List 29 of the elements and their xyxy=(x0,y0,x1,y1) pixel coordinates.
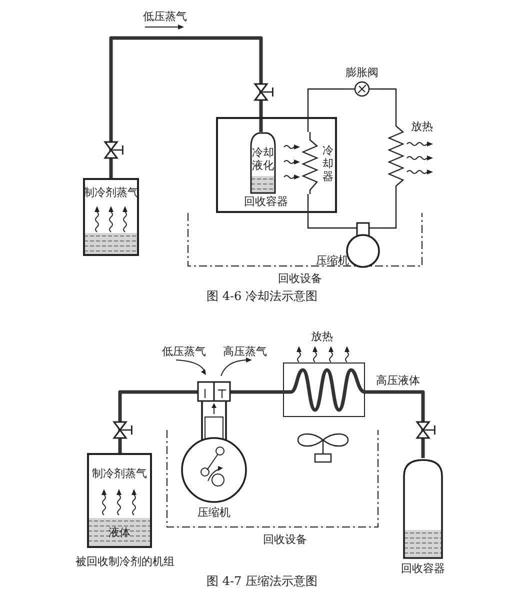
edge-label: 高压液体 xyxy=(375,374,421,387)
node-label: 放热 xyxy=(411,120,433,133)
figure-caption: 图 4-6 冷却法示意图 xyxy=(206,290,318,303)
part-label: 回收设备 xyxy=(263,533,307,546)
pipe xyxy=(250,390,283,394)
part-label: 回收设备 xyxy=(278,272,322,285)
node-label: 制冷剂蒸气 xyxy=(91,467,148,480)
connecting-line xyxy=(307,194,316,229)
pipe xyxy=(365,390,425,458)
connecting-line xyxy=(307,88,344,132)
figure-caption: 图 4-7 压缩法示意图 xyxy=(206,575,318,588)
node-label: 冷却器 xyxy=(322,144,334,183)
part-label: 低压蒸气 xyxy=(162,345,206,358)
node-label: 液体 xyxy=(108,526,132,539)
node-label: 膨胀阀 xyxy=(344,66,380,79)
node-label: 放热 xyxy=(311,330,333,343)
node-label: 冷却液化 xyxy=(252,146,274,172)
caption-text: 被回收制冷剂的机组 xyxy=(76,555,174,568)
pipe xyxy=(118,390,178,453)
pipe xyxy=(109,36,263,178)
recovery-box xyxy=(216,117,337,213)
node-label: 回收容器 xyxy=(244,195,288,208)
node-label: 压缩机 xyxy=(196,506,232,519)
node-label: 回收容器 xyxy=(400,562,446,575)
part-label: 高压蒸气 xyxy=(223,345,267,358)
connecting-line xyxy=(380,88,397,118)
connecting-line xyxy=(382,190,397,229)
edge-label: 低压蒸气 xyxy=(142,10,188,23)
node-label: 压缩机 xyxy=(316,254,349,267)
